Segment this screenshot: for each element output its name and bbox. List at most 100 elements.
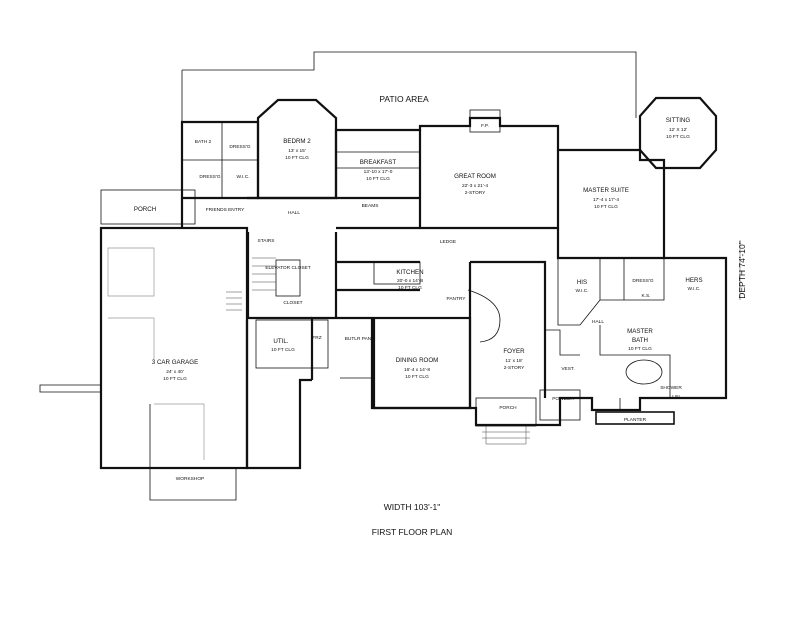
plan-title: FIRST FLOOR PLAN xyxy=(372,527,453,537)
master-bath-clg: 10 FT CLG xyxy=(628,346,652,352)
master-suite-label: MASTER SUITE xyxy=(583,187,629,194)
wic-label: W.I.C. xyxy=(236,174,249,180)
lin-label: LIN xyxy=(672,394,680,400)
ks-label: K.S. xyxy=(641,293,650,299)
hers-wic-label: W.I.C. xyxy=(687,286,700,292)
kitchen-label: KITCHEN xyxy=(396,269,423,276)
patio-label: PATIO AREA xyxy=(379,94,429,104)
dining-label: DINING ROOM xyxy=(396,357,439,364)
master-suite-clg: 10 FT CLG xyxy=(594,204,618,210)
great-room-walls xyxy=(418,130,560,230)
breakfast-label: BREAKFAST xyxy=(360,159,397,166)
foyer-clg: 2-STORY xyxy=(504,365,525,371)
bedroom2-dim: 13' x 15' xyxy=(288,148,306,154)
elevator-closet xyxy=(275,259,301,297)
planter-label: PLANTER xyxy=(624,417,647,423)
bath2-label: BATH 2 xyxy=(195,139,212,145)
sitting-dim: 12' X 12' xyxy=(669,127,687,133)
master-hall-label: HALL xyxy=(592,319,604,325)
beams-label: BEAMS xyxy=(362,203,379,209)
great-room-clg: 2-STORY xyxy=(465,190,486,196)
butler-pantry xyxy=(340,317,373,379)
util-label: UTIL. xyxy=(273,338,288,345)
master-bath-label2: BATH xyxy=(632,337,648,344)
his-label: HIS xyxy=(577,279,587,286)
master-suite-lower-wall xyxy=(556,228,664,260)
his-hers-closets xyxy=(557,258,665,326)
hers-dressing-label: DRESS'G xyxy=(632,278,653,284)
stairs-treads xyxy=(252,257,276,291)
bathtub xyxy=(625,359,663,385)
bath2-partitions xyxy=(182,122,258,198)
foyer-walls xyxy=(468,260,547,408)
bedroom2-label: BEDRM 2 xyxy=(283,138,311,145)
breakfast-walls xyxy=(336,196,420,230)
main-house-walls xyxy=(180,116,728,427)
kitchen-dim: 20'-0 x 14'-8 xyxy=(397,278,423,284)
left-porch xyxy=(100,189,196,225)
depth-label: DEPTH 74'-10" xyxy=(737,241,747,299)
curved-stair xyxy=(467,289,501,343)
util-clg: 10 FT CLG xyxy=(271,347,295,353)
master-bath-label: MASTER xyxy=(627,328,653,335)
butler-label: BUTLR PAN xyxy=(345,336,372,342)
sitting-label: SITTING xyxy=(666,117,691,124)
bedroom2-clg: 10 FT CLG xyxy=(285,155,309,161)
width-label: WIDTH 103'-1" xyxy=(384,502,441,512)
friends-entry-label: FRIENDS ENTRY xyxy=(206,207,245,213)
master-bath-walls xyxy=(599,325,671,410)
hall-label: HALL xyxy=(288,210,300,216)
workshop-walls xyxy=(149,404,237,501)
elevator-closet-label: ELEVATOR CLOSET xyxy=(265,265,310,271)
workshop-label: WORKSHOP xyxy=(176,476,205,482)
great-room-dim: 22'-3 x 21'-4 xyxy=(462,183,488,189)
ledge-label: LEDGE xyxy=(440,239,456,245)
front-porch-label: PORCH xyxy=(499,405,517,411)
front-porch xyxy=(475,397,537,427)
hers-label: HERS xyxy=(685,277,702,284)
stairs-label: STAIRS xyxy=(258,238,275,244)
powder-label: POWDER xyxy=(552,396,574,402)
garage-parking-bays xyxy=(107,247,205,460)
fireplace-label: F.P. xyxy=(481,123,489,129)
front-steps xyxy=(482,426,530,445)
shower-label: SHOWER xyxy=(660,385,682,391)
master-suite-dim: 17'-4 x 17'-4 xyxy=(593,197,619,203)
kitchen-clg: 10 FT CLG xyxy=(398,285,422,291)
dressing-label: DRESS'G xyxy=(229,144,250,150)
fireplace xyxy=(469,109,501,133)
his-wic-label: W.I.C. xyxy=(575,288,588,294)
garage-walkway xyxy=(39,384,101,393)
pantry-label: PANTRY xyxy=(446,296,466,302)
utility-room xyxy=(255,319,329,369)
powder-room xyxy=(539,389,581,421)
breakfast-dim: 13'-10 x 17'-0 xyxy=(364,169,393,175)
kitchen-walls xyxy=(246,232,420,320)
breakfast-partitions xyxy=(336,151,420,169)
dressing2-label: DRESS'G xyxy=(199,174,220,180)
garage-label: 3 CAR GARAGE xyxy=(152,359,198,366)
breakfast-clg: 10 FT CLG xyxy=(366,176,390,182)
foyer-dim: 11' x 18' xyxy=(505,358,522,364)
garage-walls xyxy=(99,226,249,470)
kitchen-island xyxy=(373,261,421,285)
foyer-label: FOYER xyxy=(503,348,525,355)
garage-side-wall xyxy=(245,320,312,470)
sitting-clg: 10 FT CLG xyxy=(666,134,690,140)
patio-outline xyxy=(181,51,637,122)
dining-dim: 16'-4 x 14'-8 xyxy=(404,367,430,373)
vestibule-walls xyxy=(545,329,580,356)
great-room-label: GREAT ROOM xyxy=(454,173,496,180)
garage-clg: 10 FT CLG xyxy=(163,376,187,382)
garage-dim: 24' x 40' xyxy=(166,369,184,375)
frz-label: FRZ xyxy=(312,335,321,341)
exterior-steps xyxy=(226,291,242,311)
left-porch-label: PORCH xyxy=(134,206,156,213)
vest-label: VEST. xyxy=(561,366,574,372)
dining-clg: 10 FT CLG xyxy=(405,374,429,380)
closet-label: CLOSET xyxy=(283,300,302,306)
planter-box xyxy=(595,411,675,425)
sitting-room-walls xyxy=(638,96,718,170)
